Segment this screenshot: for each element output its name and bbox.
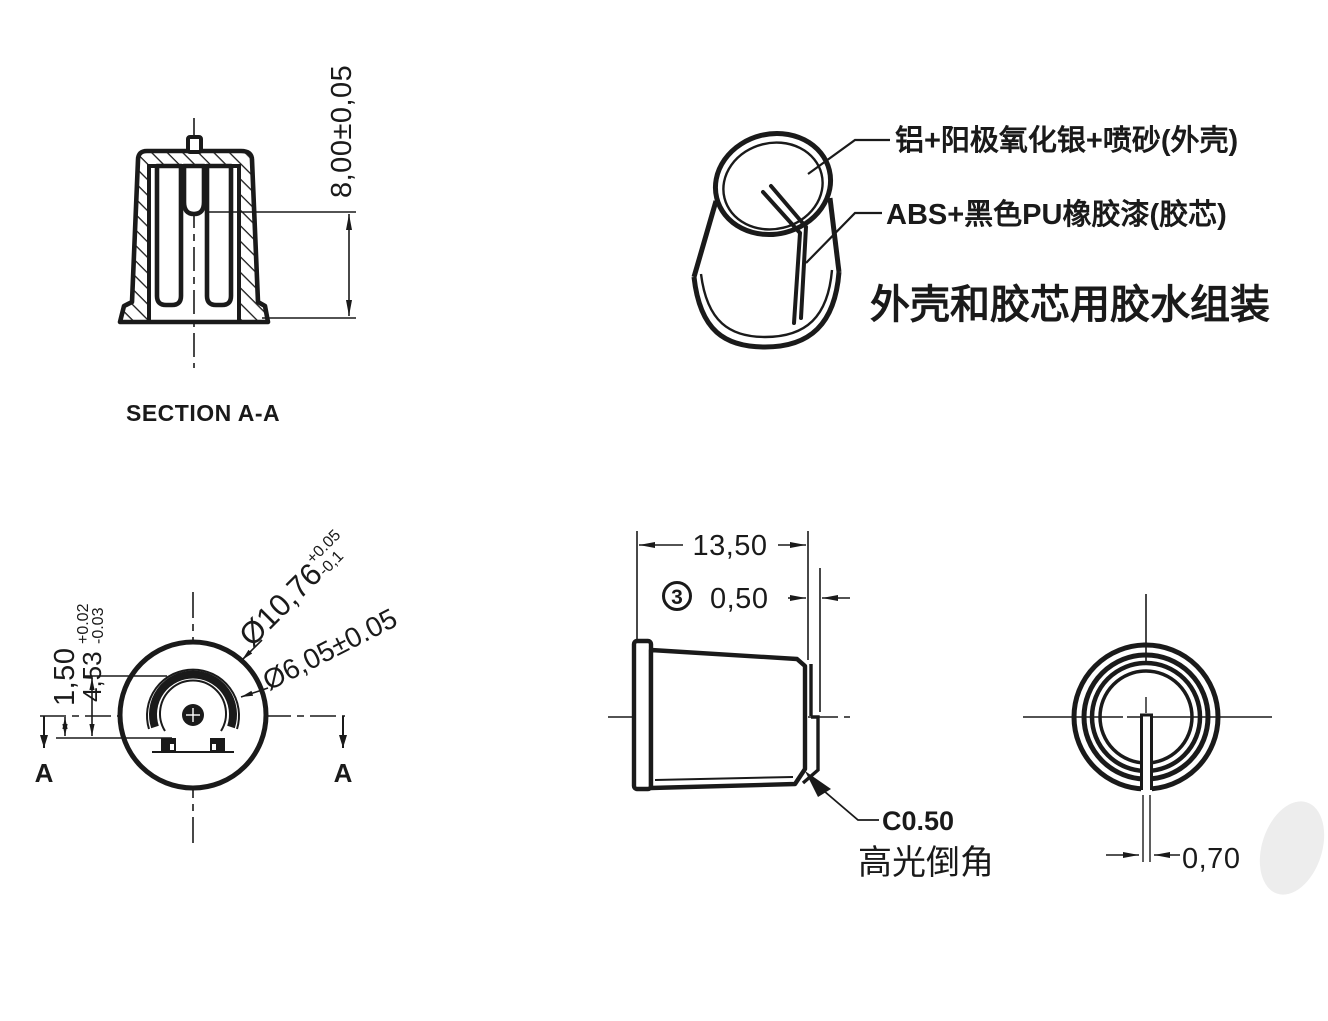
dim-inner-dia-leader	[240, 687, 269, 698]
side-view-flange	[631, 638, 654, 792]
bottom-view-d-tab-right-notch	[212, 744, 216, 750]
section-core-right-leg	[204, 163, 234, 308]
dim-flat-depth-text: 4,53	[77, 651, 107, 702]
section-center-slot	[181, 163, 207, 217]
scan-smudge	[1259, 801, 1325, 895]
iso-side-left	[691, 200, 719, 278]
iso-pointer-slot	[761, 184, 808, 325]
iso-bottom-rim-outer	[691, 271, 842, 350]
dim-outer-dia-leader	[241, 639, 263, 661]
iso-shell-label: 铝+阳极氧化银+喷砂(外壳)	[895, 124, 1238, 157]
iso-leader-core	[805, 211, 882, 264]
section-core-left-leg	[154, 163, 184, 308]
chamfer-note-cn-text: 高光倒角	[858, 844, 994, 882]
iso-top-rim-outer	[712, 130, 834, 238]
section-arrow-right-label: A	[334, 758, 353, 788]
section-view: 8,00±0,05 SECTION A-A	[117, 65, 358, 426]
chamfer-note-text: C0.50	[882, 806, 954, 836]
bottom-view-dring-thin-inner	[159, 679, 227, 732]
side-view: 13,50 3 0,50 C0.50 高光倒角	[608, 530, 994, 882]
chamfer-leader-line	[823, 790, 879, 821]
dim-slot-width-text: 0,70	[1182, 843, 1240, 875]
iso-view: 铝+阳极氧化银+喷砂(外壳) ABS+黑色PU橡胶漆(胶芯) 外壳和胶芯用胶水组…	[691, 124, 1270, 350]
dim-flat-depth-tol-upper: +0.02	[75, 603, 92, 644]
dim-outer-dia-text: Ø10,76	[232, 556, 329, 653]
side-view-body-outline	[648, 647, 808, 791]
top-view: 0,70	[1023, 594, 1325, 895]
balloon-circle	[662, 581, 692, 611]
bottom-view: A A 1,50 4,53 +0.02 -0.03 Ø10,76 +0.05 -…	[35, 527, 402, 843]
iso-core-label: ABS+黑色PU橡胶漆(胶芯)	[886, 197, 1227, 231]
bottom-view-dring-thin-outer	[146, 668, 240, 730]
dim-flat-depth-tol-lower: -0.03	[90, 607, 107, 644]
top-view-slot-outline	[1140, 713, 1153, 790]
bottom-view-dring-thick	[149, 670, 237, 729]
section-shell-hatched	[120, 151, 268, 322]
iso-bottom-rim-inner	[699, 269, 834, 339]
dim-chamfer-len-text: 0,50	[710, 583, 768, 615]
iso-assembly-note: 外壳和胶芯用胶水组装	[870, 283, 1270, 327]
section-caption: SECTION A-A	[126, 400, 280, 426]
side-view-bottom-inner-line	[654, 776, 794, 781]
dim-flat-depth-group: 4,53 +0.02 -0.03	[75, 603, 107, 702]
iso-top-rim-inner	[722, 141, 824, 231]
balloon-number: 3	[671, 586, 683, 609]
dim-flat-offset-text: 1,50	[49, 648, 81, 706]
section-height-dim-text: 8,00±0,05	[326, 65, 358, 198]
bottom-view-d-tab-left-notch	[170, 744, 174, 750]
section-top-pin	[186, 135, 203, 154]
section-outline	[117, 148, 271, 325]
top-view-slot-fill	[1141, 713, 1152, 792]
section-arrow-left-label: A	[35, 758, 54, 788]
dim-length-text: 13,50	[692, 530, 767, 562]
iso-leader-shell	[807, 138, 890, 175]
